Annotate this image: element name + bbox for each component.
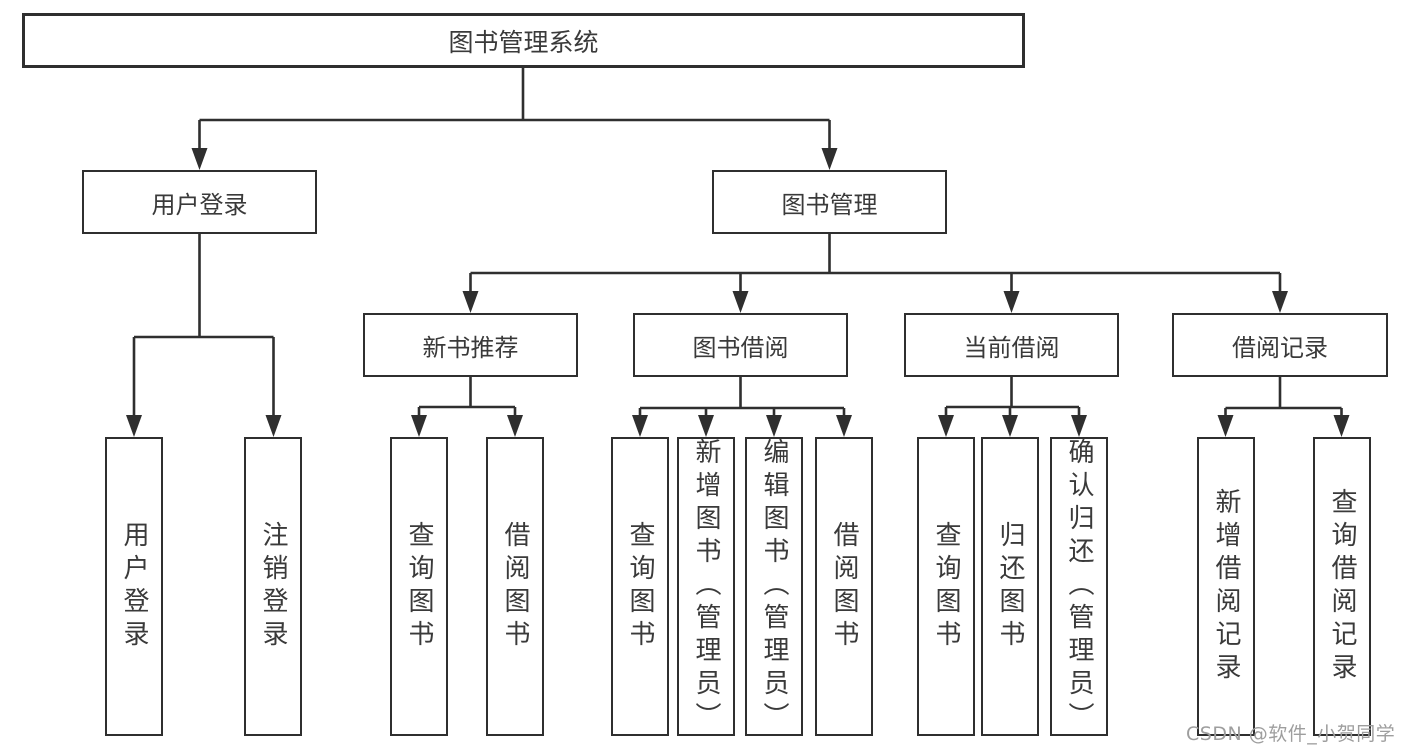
node-borrow-records: 借阅记录 — [1172, 313, 1388, 377]
leaf-query-books-borrow: 查询图书 — [611, 437, 669, 736]
leaf-query-books-borrow-label: 查询图书 — [625, 520, 655, 653]
node-library-management-system: 图书管理系统 — [22, 13, 1025, 68]
leaf-user-login-label: 用户登录 — [119, 520, 149, 653]
leaf-return-books: 归还图书 — [981, 437, 1039, 736]
leaf-add-borrow-record-label: 新增借阅记录 — [1211, 487, 1241, 686]
leaf-query-borrow-record: 查询借阅记录 — [1313, 437, 1371, 736]
leaf-query-books-recommend: 查询图书 — [390, 437, 448, 736]
csdn-watermark: CSDN @软件_小贺同学 — [1186, 723, 1396, 745]
node-current-borrow: 当前借阅 — [904, 313, 1119, 377]
leaf-logout-login-label: 注销登录 — [258, 520, 288, 653]
leaf-add-borrow-record: 新增借阅记录 — [1197, 437, 1255, 736]
leaf-add-books-admin-label: 新增图书（管理员） — [691, 438, 721, 735]
node-book-management: 图书管理 — [712, 170, 947, 234]
leaf-query-books-recommend-label: 查询图书 — [404, 520, 434, 653]
node-new-book-recommend: 新书推荐 — [363, 313, 578, 377]
leaf-return-books-label: 归还图书 — [995, 520, 1025, 653]
leaf-add-books-admin: 新增图书（管理员） — [677, 437, 735, 736]
leaf-borrow-books: 借阅图书 — [815, 437, 873, 736]
leaf-confirm-return-admin: 确认归还（管理员） — [1050, 437, 1108, 736]
leaf-query-books-current-label: 查询图书 — [931, 520, 961, 653]
leaf-edit-books-admin-label: 编辑图书（管理员） — [759, 438, 789, 735]
leaf-borrow-books-recommend-label: 借阅图书 — [500, 520, 530, 653]
leaf-query-books-current: 查询图书 — [917, 437, 975, 736]
leaf-logout-login: 注销登录 — [244, 437, 302, 736]
leaf-borrow-books-recommend: 借阅图书 — [486, 437, 544, 736]
node-book-borrow: 图书借阅 — [633, 313, 848, 377]
leaf-query-borrow-record-label: 查询借阅记录 — [1327, 487, 1357, 686]
leaf-edit-books-admin: 编辑图书（管理员） — [745, 437, 803, 736]
leaf-confirm-return-admin-label: 确认归还（管理员） — [1064, 438, 1094, 735]
leaf-borrow-books-label: 借阅图书 — [829, 520, 859, 653]
node-user-login: 用户登录 — [82, 170, 317, 234]
leaf-user-login: 用户登录 — [105, 437, 163, 736]
